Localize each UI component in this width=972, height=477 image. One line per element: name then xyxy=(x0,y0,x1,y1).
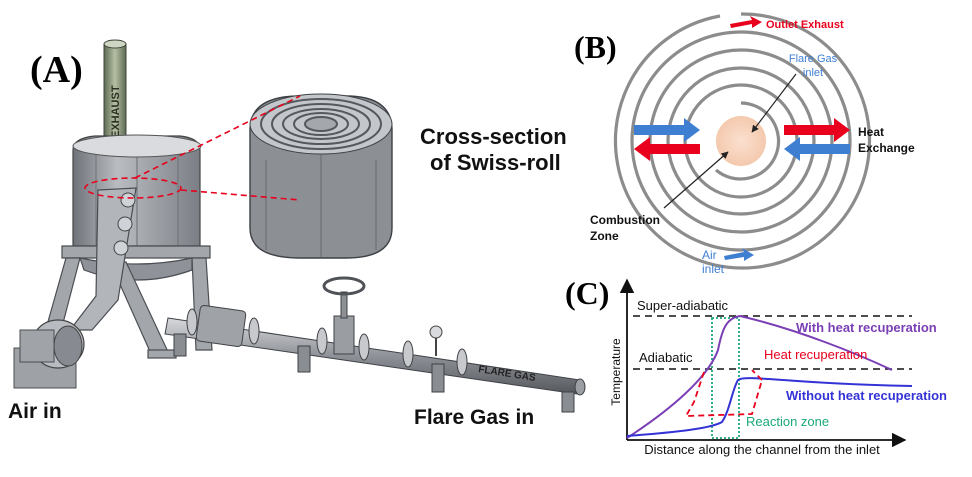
reaction-zone-label: Reaction zone xyxy=(746,414,829,429)
air-in-label: Air in xyxy=(8,400,62,423)
without-heat-recuperation-label: Without heat recuperation xyxy=(786,388,947,403)
heat-exchange-label-line2: Exchange xyxy=(858,141,915,155)
panel-b: (B) Outlet Exhaust Flare Gas inlet Heat … xyxy=(574,12,915,276)
heat-recuperation-path xyxy=(684,371,763,417)
y-axis-label: Temperature xyxy=(609,338,623,406)
combustion-zone-label-line2: Zone xyxy=(590,229,619,243)
curve-with-heat-recuperation xyxy=(626,314,893,439)
adiabatic-label: Adiabatic xyxy=(639,350,693,365)
outlet-exhaust-label: Outlet Exhaust xyxy=(766,19,844,31)
x-axis-label: Distance along the channel from the inle… xyxy=(644,442,880,457)
curve-without-heat-recuperation xyxy=(626,377,913,437)
flare-gas-inlet-label-line2: inlet xyxy=(803,67,823,79)
air-inlet-label-line2: inlet xyxy=(702,262,725,276)
swiss-roll-cross-section xyxy=(249,93,393,259)
flare-gas-in-label: Flare Gas in xyxy=(414,406,534,429)
air-inlet-label-line1: Air xyxy=(702,248,717,262)
heat-exchange-label-line1: Heat xyxy=(858,125,884,139)
exhaust-stack-text: EXHAUST xyxy=(110,85,122,138)
panel-a: (A) EXHAUST xyxy=(8,39,586,429)
air-duct xyxy=(13,187,137,389)
panel-b-label: (B) xyxy=(574,29,617,65)
with-heat-recuperation-label: With heat recuperation xyxy=(796,320,937,335)
combustion-zone-label-line1: Combustion xyxy=(590,213,660,227)
cross-section-label-line1: Cross-section xyxy=(420,124,567,149)
super-adiabatic-label: Super-adiabatic xyxy=(637,298,729,313)
flare-gas-inlet-label-line1: Flare Gas xyxy=(789,53,838,65)
panel-a-label: (A) xyxy=(30,49,83,91)
cross-section-label-line2: of Swiss-roll xyxy=(430,150,561,175)
heat-recuperation-arrow xyxy=(751,369,763,381)
reaction-zone-box xyxy=(711,317,740,439)
flare-gas-pipeline: FLARE GAS xyxy=(164,276,586,413)
panel-c: (C) Temperature Distance along the chann… xyxy=(565,275,947,457)
callout-lines xyxy=(84,95,301,201)
panel-c-label: (C) xyxy=(565,275,609,311)
heat-recuperation-label: Heat recuperation xyxy=(764,347,867,362)
flow-arrows xyxy=(634,16,850,261)
exhaust-stack: EXHAUST xyxy=(103,39,127,157)
